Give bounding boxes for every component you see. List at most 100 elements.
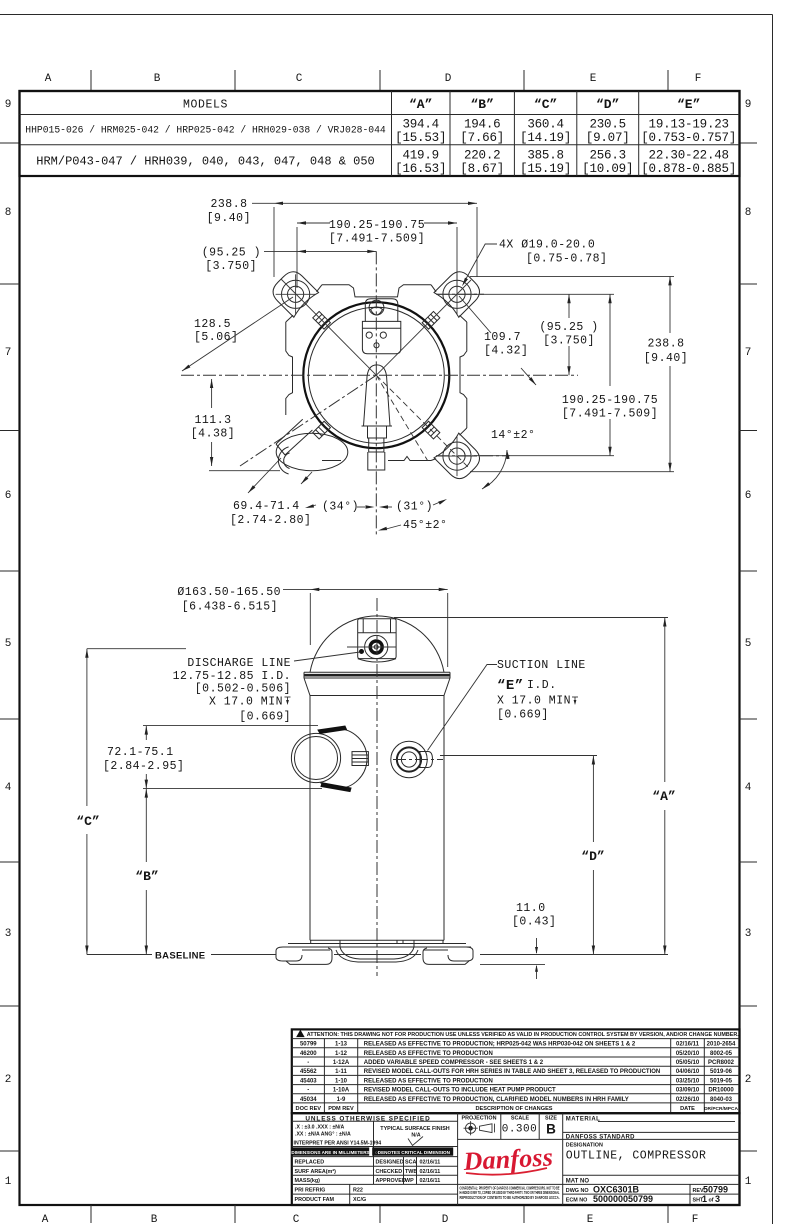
svg-text:02/16/11: 02/16/11 (420, 1178, 441, 1184)
svg-text:TYPICAL SURFACE FINISH: TYPICAL SURFACE FINISH (380, 1126, 449, 1132)
svg-text:8002-05: 8002-05 (710, 1051, 733, 1057)
svg-text:[7.491-7.509]: [7.491-7.509] (329, 233, 425, 246)
svg-text:[0.75-0.78]: [0.75-0.78] (526, 253, 607, 266)
svg-text:[2.84-2.95]: [2.84-2.95] (103, 760, 184, 773)
svg-text:D: D (442, 1214, 449, 1224)
svg-text:RELEASED AS EFFECTIVE TO PRODU: RELEASED AS EFFECTIVE TO PRODUCTION (364, 1078, 493, 1084)
svg-text:04/06/10: 04/06/10 (676, 1069, 700, 1075)
svg-text:PDM REV: PDM REV (328, 1106, 354, 1112)
svg-text:C: C (296, 73, 303, 85)
svg-text:REPRODUCTION OF CONTENTS TO BE: REPRODUCTION OF CONTENTS TO BE AUTHORIZE… (460, 1195, 560, 1200)
svg-text:45034: 45034 (300, 1097, 317, 1103)
svg-text:2: 2 (745, 1074, 752, 1086)
svg-text:[0.878-0.885]: [0.878-0.885] (641, 162, 736, 176)
svg-text:1-12A: 1-12A (333, 1060, 350, 1066)
svg-text:[7.491-7.509]: [7.491-7.509] (562, 408, 658, 421)
svg-text:1: 1 (702, 1194, 707, 1204)
svg-text:PROJECTION: PROJECTION (461, 1116, 496, 1122)
svg-text:[15.53]: [15.53] (395, 131, 446, 145)
svg-text:DESCRIPTION OF CHANGES: DESCRIPTION OF CHANGES (475, 1106, 552, 1112)
svg-text:DESIGNATION: DESIGNATION (566, 1142, 603, 1148)
svg-text:“C”: “C” (534, 97, 557, 112)
svg-text:E: E (590, 73, 597, 85)
svg-text:190.25-190.75: 190.25-190.75 (329, 219, 425, 232)
svg-text:RELEASED AS EFFECTIVE TO PRODU: RELEASED AS EFFECTIVE TO PRODUCTION; HRP… (364, 1042, 636, 1048)
svg-text:(95.25 ): (95.25 ) (539, 321, 598, 334)
svg-text:[9.40]: [9.40] (207, 212, 251, 225)
svg-text:of: of (709, 1198, 714, 1204)
svg-text:DISCHARGE LINE: DISCHARGE LINE (187, 657, 291, 670)
svg-text:419.9: 419.9 (402, 149, 439, 163)
svg-text:194.6: 194.6 (464, 118, 501, 132)
svg-text:230.5: 230.5 (589, 118, 626, 132)
svg-text:REVISED MODEL CALL-OUTS TO INC: REVISED MODEL CALL-OUTS TO INCLUDE HEAT … (364, 1088, 556, 1094)
svg-text:4: 4 (745, 782, 752, 794)
svg-text:1: 1 (5, 1176, 12, 1188)
svg-text:02/16/11: 02/16/11 (420, 1169, 441, 1175)
svg-text:6: 6 (5, 490, 12, 502)
svg-text:SCA: SCA (405, 1160, 416, 1166)
svg-text:9: 9 (5, 99, 12, 111)
svg-text:ADDED VARIABLE SPEED COMPRESSO: ADDED VARIABLE SPEED COMPRESSOR - SEE SH… (364, 1060, 544, 1066)
svg-text:CONFIDENTIAL: PROPERTY OF DANF: CONFIDENTIAL: PROPERTY OF DANFOSS COMMER… (460, 1185, 560, 1190)
svg-text:UNLESS OTHERWISE SPECIFIED: UNLESS OTHERWISE SPECIFIED (305, 1115, 430, 1122)
svg-text:Ø163.50-165.50: Ø163.50-165.50 (177, 586, 281, 599)
svg-text:SIZE: SIZE (545, 1116, 557, 1122)
svg-text:B: B (154, 73, 161, 85)
svg-text:14°±2°: 14°±2° (491, 429, 535, 442)
svg-text:[7.66]: [7.66] (460, 131, 504, 145)
svg-text:220.2: 220.2 (464, 149, 501, 163)
svg-text:N/A: N/A (411, 1133, 420, 1139)
svg-text:“B”: “B” (135, 869, 158, 884)
svg-text:(95.25 ): (95.25 ) (202, 247, 261, 260)
svg-text:“E”: “E” (497, 678, 524, 694)
svg-text:9: 9 (745, 99, 752, 111)
svg-text:DWG NO: DWG NO (566, 1188, 589, 1194)
svg-text:.XX : ±N/A ANG° : ±N/A: .XX : ±N/A ANG° : ±N/A (295, 1131, 351, 1137)
svg-text:RELEASED AS EFFECTIVE TO PRODU: RELEASED AS EFFECTIVE TO PRODUCTION (364, 1051, 493, 1057)
svg-text:(31°): (31°) (396, 501, 433, 514)
svg-text:0.300: 0.300 (502, 1124, 538, 1136)
svg-text:7: 7 (5, 347, 12, 359)
svg-text:7: 7 (745, 347, 752, 359)
svg-text:.X : ±3.0 .XXX : ±N/A: .X : ±3.0 .XXX : ±N/A (295, 1124, 344, 1130)
svg-text:XC/G: XC/G (353, 1197, 366, 1203)
svg-text:HANDED OVER TO, COPIED OR USED: HANDED OVER TO, COPIED OR USED BY THIRD … (460, 1190, 560, 1195)
svg-text:72.1-75.1: 72.1-75.1 (107, 746, 174, 759)
svg-text:SCALE: SCALE (511, 1116, 530, 1122)
svg-text:05/05/10: 05/05/10 (676, 1060, 700, 1066)
svg-text:[0.502-0.506]: [0.502-0.506] (195, 683, 291, 696)
svg-text:128.5: 128.5 (194, 318, 231, 331)
svg-text:360.4: 360.4 (527, 118, 564, 132)
svg-text:4X Ø19.0-20.0: 4X Ø19.0-20.0 (499, 239, 595, 252)
svg-text:OXC6301B: OXC6301B (593, 1184, 640, 1194)
svg-text:-: - (307, 1060, 309, 1066)
svg-text:“D”: “D” (596, 97, 619, 112)
svg-text:[6.438-6.515]: [6.438-6.515] (182, 601, 278, 614)
svg-text:6: 6 (745, 490, 752, 502)
svg-text:MASS(kg): MASS(kg) (295, 1178, 321, 1184)
svg-text:[4.38]: [4.38] (191, 428, 235, 441)
svg-text:HRM/P043-047 / HRH039, 040, 04: HRM/P043-047 / HRH039, 040, 043, 047, 04… (36, 155, 374, 169)
svg-text:B: B (546, 1122, 556, 1137)
svg-text:“C”: “C” (76, 814, 99, 829)
svg-text:RELEASED AS EFFECTIVE TO PRODU: RELEASED AS EFFECTIVE TO PRODUCTION, CLA… (364, 1097, 629, 1103)
svg-text:DR10000: DR10000 (708, 1088, 734, 1094)
svg-text:REVISED MODEL CALL-OUTS FOR HR: REVISED MODEL CALL-OUTS FOR HRH SERIES I… (364, 1069, 660, 1075)
svg-text:X 17.0 MIN: X 17.0 MIN (209, 696, 283, 709)
svg-text:8: 8 (745, 207, 752, 219)
svg-text:1-13: 1-13 (335, 1042, 348, 1048)
svg-text:(34°): (34°) (322, 501, 359, 514)
svg-text:45403: 45403 (300, 1078, 317, 1084)
svg-text:5019-05: 5019-05 (710, 1078, 733, 1084)
svg-text:500000050799: 500000050799 (593, 1194, 653, 1204)
svg-text:Danfoss: Danfoss (462, 1142, 554, 1176)
svg-text:F: F (692, 1214, 699, 1224)
svg-text:22.30-22.48: 22.30-22.48 (649, 149, 729, 163)
svg-text:OUTLINE, COMPRESSOR: OUTLINE, COMPRESSOR (566, 1150, 707, 1163)
svg-text:CHECKED: CHECKED (376, 1169, 403, 1175)
svg-text:-: - (307, 1088, 309, 1094)
svg-text:“D”: “D” (581, 849, 604, 864)
svg-text:46200: 46200 (300, 1051, 317, 1057)
svg-text:I.D.: I.D. (527, 679, 557, 692)
